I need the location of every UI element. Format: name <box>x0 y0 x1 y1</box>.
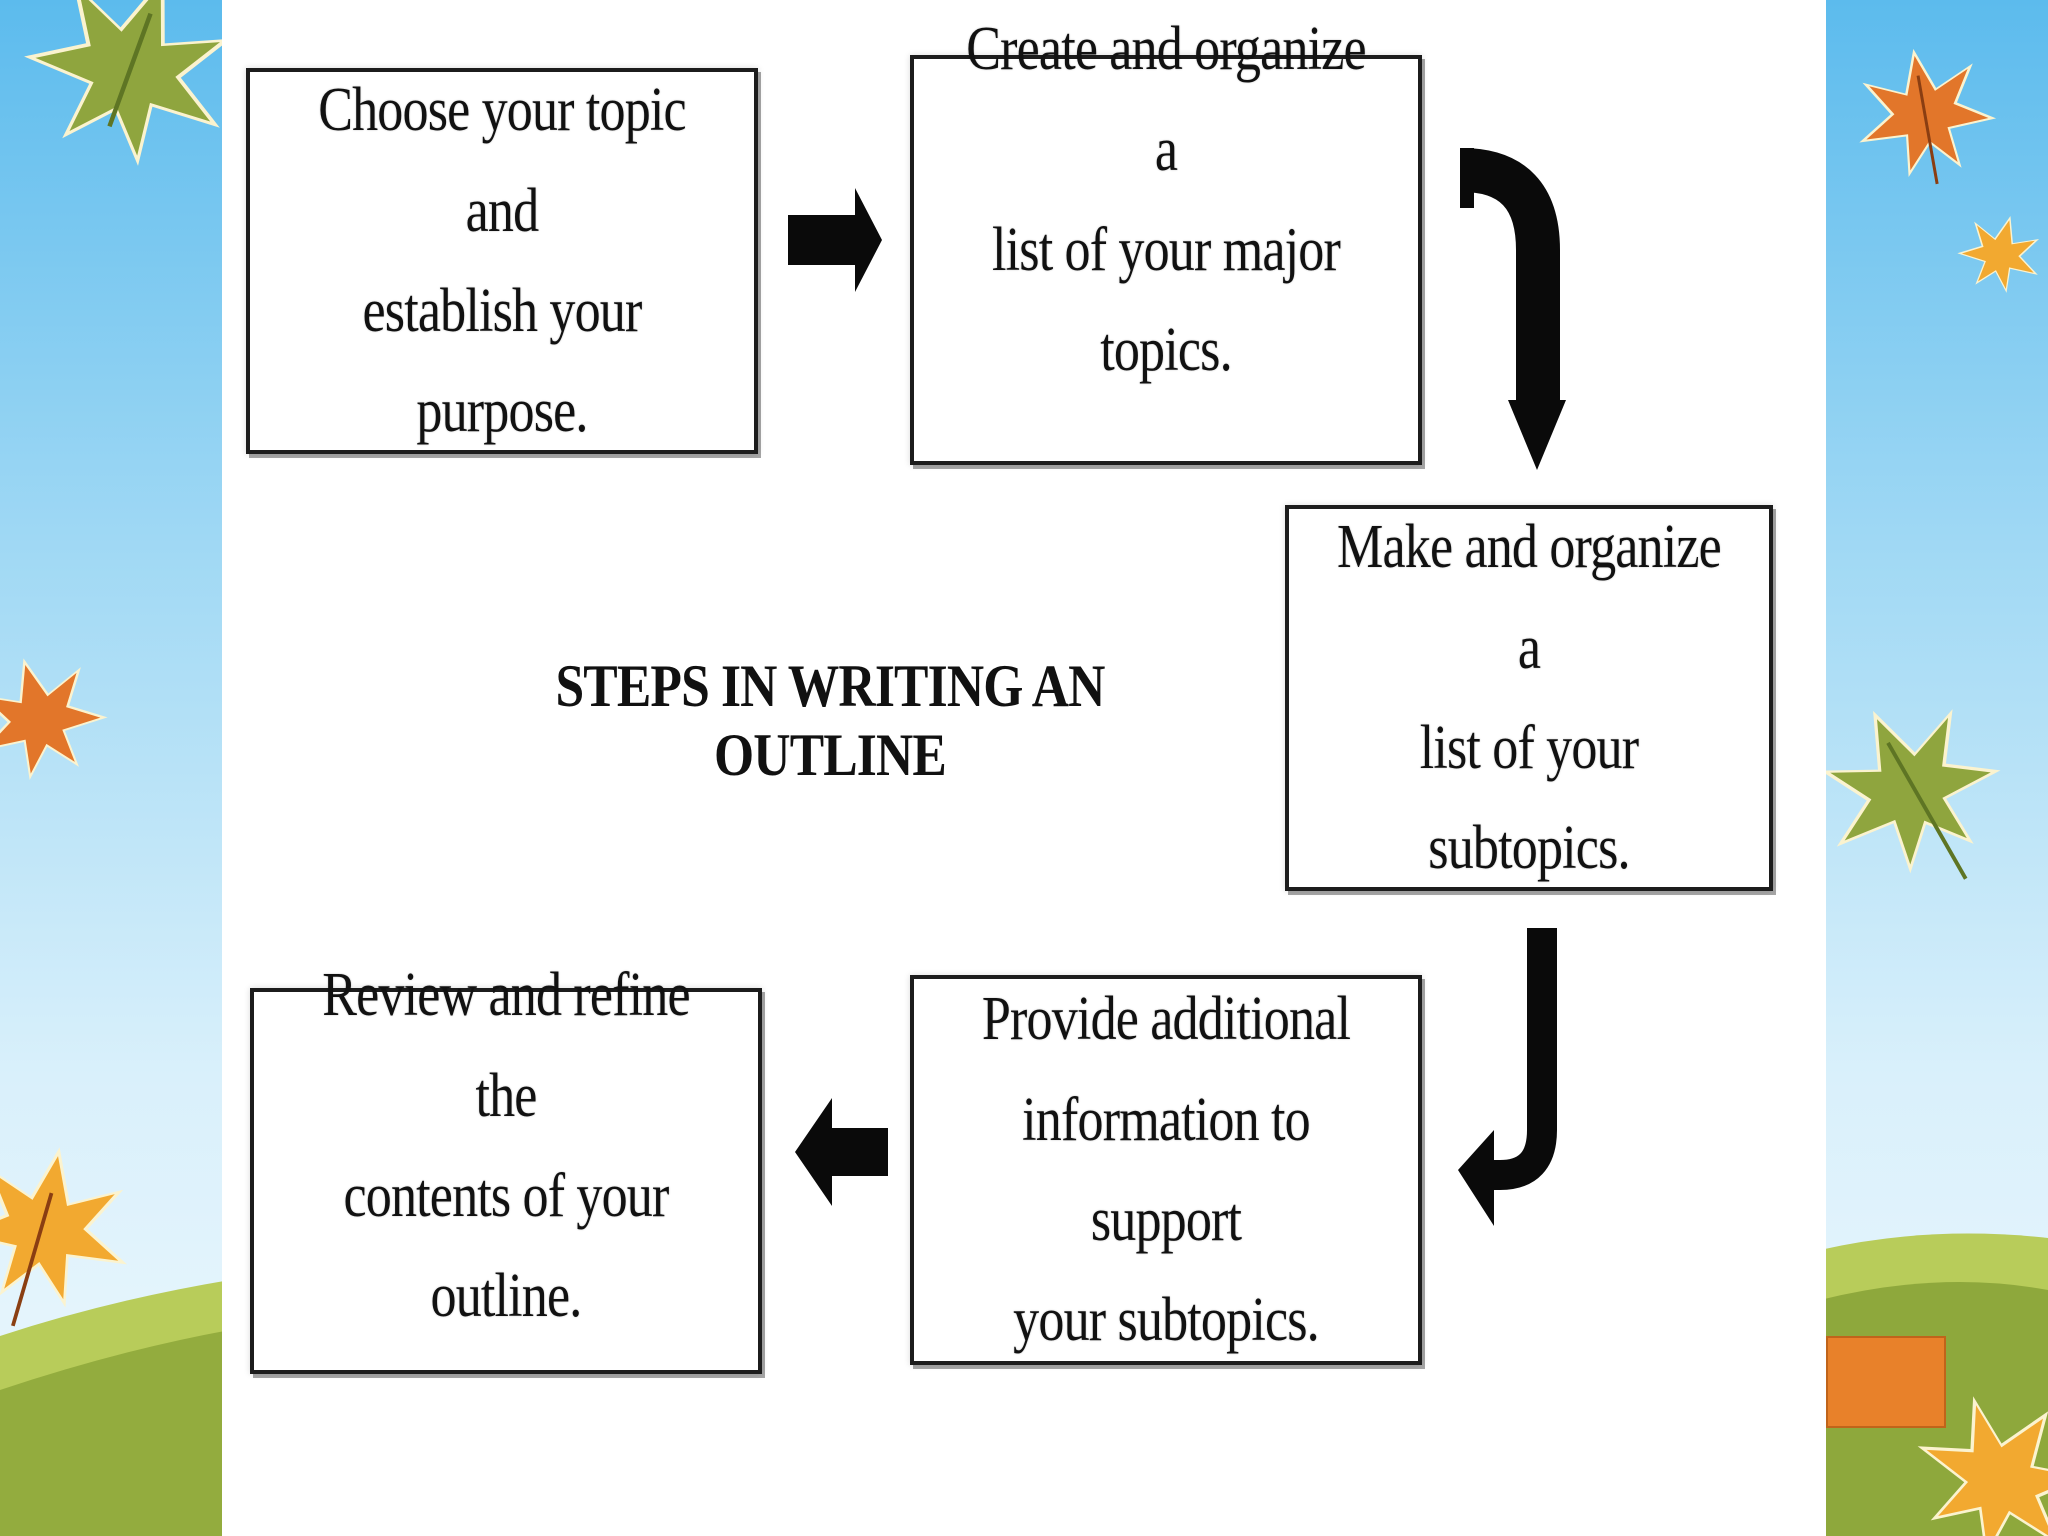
step-box-3: Make and organize a list of your subtopi… <box>1285 505 1773 891</box>
step-text-3: Make and organize a list of your subtopi… <box>1337 513 1722 883</box>
accent-rectangle <box>1826 1336 1946 1428</box>
arrow-curve-down-icon <box>1460 148 1566 470</box>
step-text-4: Provide additional information to suppor… <box>981 985 1351 1355</box>
step-text-1: Choose your topic and establish your pur… <box>318 76 686 446</box>
arrow-left-icon <box>795 1098 888 1206</box>
step-text-2: Create and organize a list of your major… <box>966 15 1366 385</box>
arrow-right-icon <box>788 188 882 292</box>
step-text-5: Review and refine the contents of your o… <box>322 961 690 1331</box>
green-leaf-icon <box>2 0 263 188</box>
step-box-4: Provide additional information to suppor… <box>910 975 1422 1365</box>
yellow-leaf-icon <box>0 1132 146 1327</box>
diagram-title: STEPS IN WRITING AN OUTLINE <box>555 653 1105 788</box>
green-leaf-icon <box>1791 672 2024 897</box>
arrow-curve-left-icon <box>1458 928 1557 1226</box>
step-box-2: Create and organize a list of your major… <box>910 15 1422 465</box>
step-box-5: Review and refine the contents of your o… <box>250 961 762 1374</box>
step-box-1: Choose your topic and establish your pur… <box>246 68 758 454</box>
orange-leaf-icon <box>1844 36 2004 185</box>
